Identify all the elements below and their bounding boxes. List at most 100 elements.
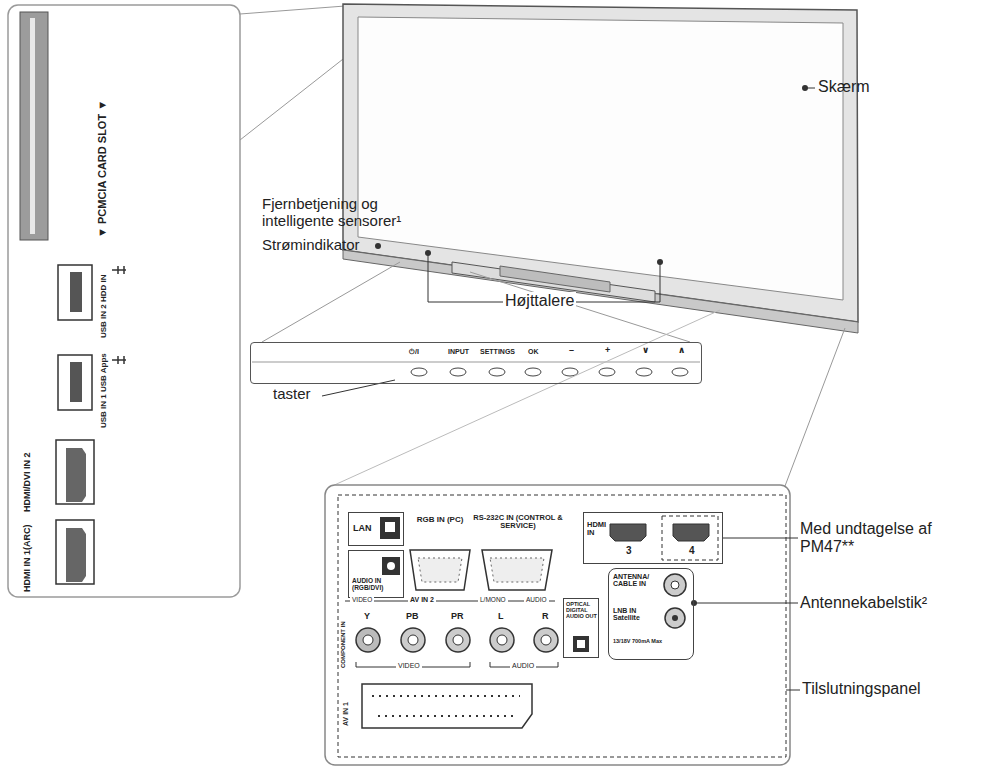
satellite-jack-hole xyxy=(672,615,678,621)
port-label: VIDEO xyxy=(396,662,422,670)
pcmcia-slot xyxy=(20,12,48,240)
port-label: COMPONENT IN xyxy=(340,621,347,668)
antenna-jack xyxy=(664,574,686,596)
port-label: VIDEO xyxy=(350,596,374,603)
inset-leader xyxy=(240,6,345,14)
tv-stand-neck xyxy=(500,266,610,292)
node-text: 13/18V 700mA Max xyxy=(613,639,663,645)
port-label: AUDIO xyxy=(524,596,549,603)
pin-name: PB xyxy=(406,611,419,621)
optical-jack xyxy=(573,636,589,652)
usb-port-inner xyxy=(70,272,82,312)
audio-jack xyxy=(382,557,400,575)
tv-bottom-strip xyxy=(343,250,858,333)
dsub-connector xyxy=(482,550,552,590)
node-text: ∨ xyxy=(642,346,649,355)
node-text: 3 xyxy=(626,546,632,557)
rca-jacks xyxy=(356,628,558,652)
port-label: AUDIO xyxy=(510,662,536,670)
pin-name: Y xyxy=(364,611,370,621)
part-name: Antennekabelstik² xyxy=(800,594,927,612)
hdmi-port xyxy=(610,524,646,541)
node-text: LAN xyxy=(353,524,379,533)
port-label: USB IN 2 HDD IN xyxy=(100,274,109,338)
pcmcia-slot-opening xyxy=(30,18,35,234)
zoom-line xyxy=(785,328,845,486)
audio-jack-hole xyxy=(387,562,395,570)
button-panel: ⏻/I INPUT SETTINGS OK – + ∨ ∧ xyxy=(250,342,702,384)
part-name: Højttalere xyxy=(503,292,576,310)
port-label: RS-232C IN (CONTROL & SERVICE) xyxy=(472,514,564,531)
node-text: HDMI IN xyxy=(587,521,611,537)
node-text: ∧ xyxy=(678,346,685,355)
slot-label: ▼ PCMCIA CARD SLOT ▼ xyxy=(96,100,108,238)
usb-port xyxy=(58,355,92,410)
antenna-box: ANTENNA/ CABLE IN LNB IN Satellite 13/18V … xyxy=(608,568,694,660)
dsub-connector xyxy=(410,550,470,590)
leader-line xyxy=(322,380,395,396)
node-text: OPTICAL DIGITAL AUDIO OUT xyxy=(566,602,598,619)
model-exception-box xyxy=(662,516,718,560)
pin-name: PR xyxy=(451,611,464,621)
antenna-jack-hole xyxy=(671,581,679,589)
port-label: AV IN 2 xyxy=(408,596,436,604)
node-text: + xyxy=(605,346,610,355)
lan-port-inner xyxy=(385,522,395,532)
node-text: LNB IN Satellite xyxy=(613,607,659,622)
lan-box: LAN xyxy=(348,512,404,546)
node-text: ⏻/I xyxy=(409,348,419,355)
node-text: ANTENNA/ CABLE IN xyxy=(613,573,663,588)
callout-dot xyxy=(802,85,808,91)
port-label: HDMI IN 1(ARC) xyxy=(22,525,32,593)
lan-port xyxy=(380,517,400,539)
satellite-jack xyxy=(665,608,685,628)
node-text: INPUT xyxy=(448,348,469,355)
usb-symbol xyxy=(112,356,126,364)
callout-dot xyxy=(691,600,697,606)
zoom-line xyxy=(262,262,400,342)
part-name: taster xyxy=(273,386,311,403)
part-name: Fjernbetjening og intelligente sensorer¹ xyxy=(262,196,440,230)
hdmi-port xyxy=(673,524,709,541)
node-text: 4 xyxy=(689,546,695,557)
inset-leader xyxy=(240,52,352,140)
callout-dot xyxy=(657,259,663,265)
audio-in-box: AUDIO IN (RGB/DVI) xyxy=(348,550,404,598)
pin-name: L xyxy=(498,611,504,621)
port-label: L/MONO xyxy=(478,596,508,603)
zoom-line xyxy=(470,272,690,342)
scart-connector xyxy=(362,684,532,728)
zoom-line xyxy=(330,310,720,487)
usb-symbol xyxy=(112,266,126,274)
port-label: HDMI/DVI IN 2 xyxy=(22,452,32,512)
leader-line xyxy=(786,690,800,691)
node-text: SETTINGS xyxy=(480,348,515,355)
button-strip-edge xyxy=(252,362,700,363)
usb-port-inner xyxy=(70,362,82,402)
part-name: Skærm xyxy=(818,78,870,96)
leader-line xyxy=(723,538,798,539)
node-text: AUDIO IN (RGB/DVI) xyxy=(352,578,402,592)
dsub-connector-inner xyxy=(418,558,462,582)
hdmi-box: HDMI IN 3 4 xyxy=(583,512,723,564)
part-name: Strømindikator xyxy=(262,237,360,254)
part-name: Tilslutningspanel xyxy=(802,680,921,698)
connection-panel xyxy=(325,485,790,765)
node-text: – xyxy=(569,346,574,355)
hdmi-port-inner xyxy=(66,448,86,502)
hdmi-port-inner xyxy=(66,528,86,582)
pin-name: R xyxy=(542,611,549,621)
optical-jack-inner xyxy=(577,640,585,648)
port-label: RGB IN (PC) xyxy=(412,516,468,525)
hdmi-port xyxy=(56,440,94,504)
callout-dot xyxy=(375,243,381,249)
button-row xyxy=(411,368,688,376)
callout-dot xyxy=(425,250,431,256)
port-label: USB IN 1 USB Apps xyxy=(100,353,109,428)
optical-box: OPTICAL DIGITAL AUDIO OUT xyxy=(563,598,599,658)
side-panel-inset xyxy=(8,5,240,597)
hdmi-port xyxy=(56,520,94,584)
node-text: OK xyxy=(528,348,539,355)
usb-port xyxy=(58,265,92,320)
tv-screen xyxy=(358,17,843,300)
